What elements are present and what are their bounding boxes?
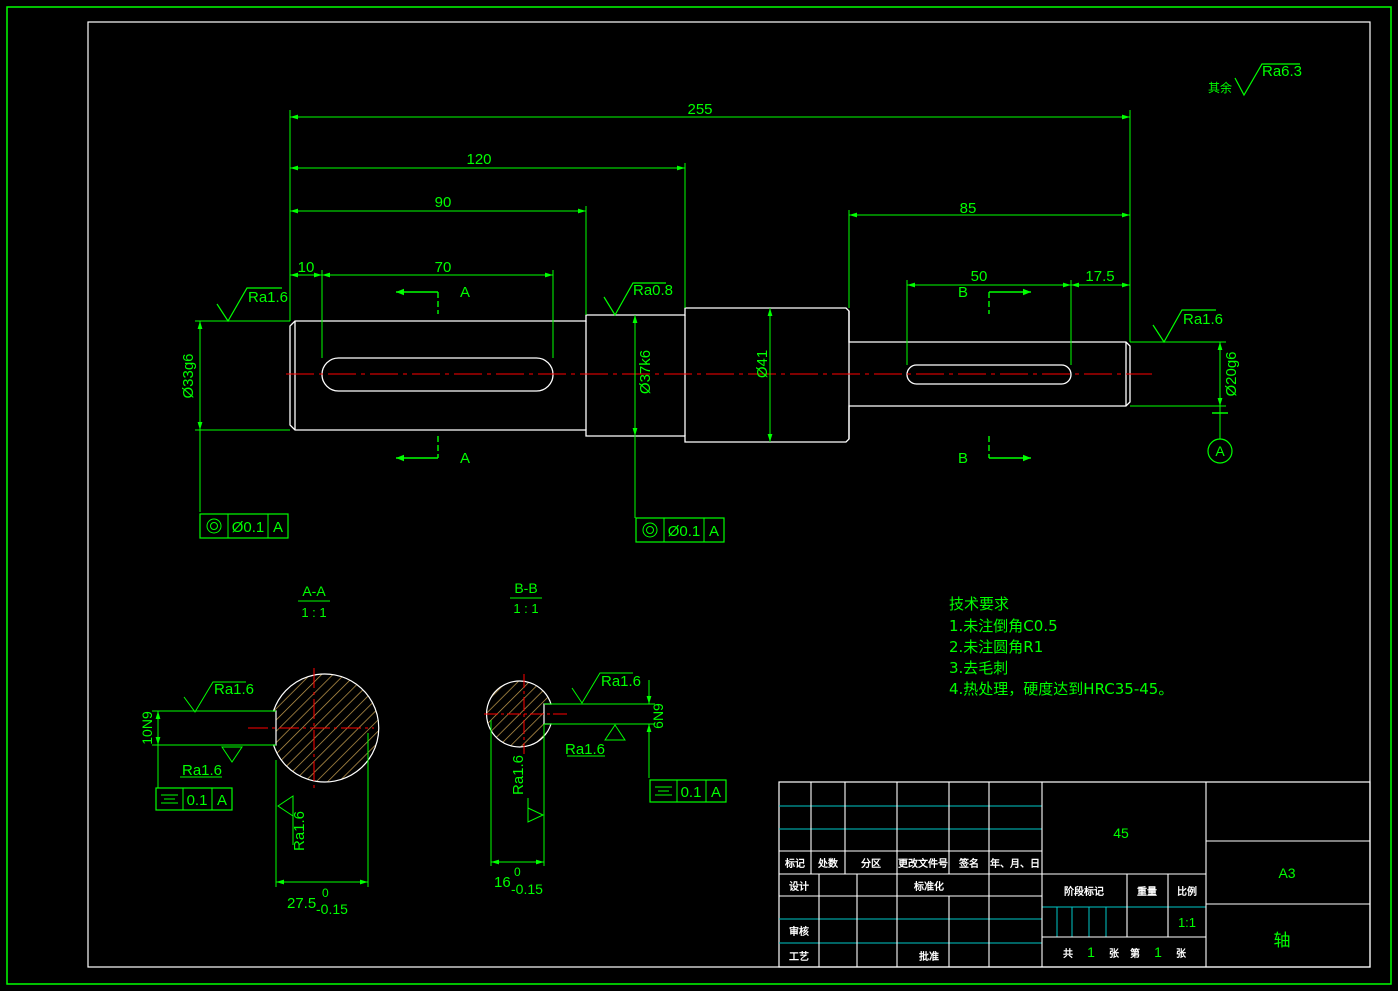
tb-header: 处数	[817, 857, 839, 870]
tb-standardization: 标准化	[913, 880, 944, 893]
dim-left-offset: 10	[298, 259, 315, 276]
aa-roughness-bottom: Ra1.6	[182, 762, 222, 779]
datum-a-label: A	[1215, 443, 1225, 459]
section-markers	[396, 288, 1031, 462]
tb-scale-label: 比例	[1177, 885, 1197, 898]
tolerance-frame-bearing: Ø0.1 A	[635, 517, 725, 543]
tb-part-name: 轴	[1274, 931, 1291, 951]
tb-scale-value: 1:1	[1178, 915, 1196, 930]
tb-process: 工艺	[789, 950, 809, 963]
roughness-main	[216, 282, 1216, 344]
tol-bb-value: 0.1	[681, 784, 702, 801]
section-bb-title: B-B	[514, 580, 537, 596]
concentricity-icon	[206, 518, 222, 534]
tb-header: 签名	[958, 857, 979, 870]
section-bb: B-B 1 : 1 6N9 Ra1.6 Ra1.6 Ra1.6 16 0 -0.…	[484, 580, 727, 897]
dim-dia-bearing: Ø37k6	[637, 350, 654, 394]
tol-aa-value: 0.1	[187, 792, 208, 809]
aa-roughness-side: Ra1.6	[291, 811, 308, 851]
dim-right-offset: 17.5	[1085, 268, 1114, 285]
dim-right-keyway: 50	[971, 268, 988, 285]
aa-depth-main: 27.5	[287, 895, 316, 912]
symmetry-icon	[161, 794, 178, 804]
bb-roughness-bottom: Ra1.6	[565, 741, 605, 758]
tb-stage-mark: 阶段标记	[1064, 885, 1104, 898]
tol-bearing-value: Ø0.1	[668, 523, 701, 540]
tb-review: 审核	[789, 925, 809, 938]
tech-item: 2.未注圆角R1	[949, 638, 1043, 656]
dim-overall: 255	[687, 101, 712, 118]
dim-left-keyway: 70	[435, 259, 452, 276]
tb-header: 更改文件号	[898, 857, 948, 870]
aa-roughness-top: Ra1.6	[214, 681, 254, 698]
title-block: 标记 处数 分区 更改文件号 签名 年、月、日 设计 标准化 审核 工艺 批准 …	[778, 781, 1371, 968]
tb-approve: 批准	[919, 950, 939, 963]
bb-depth-upper: 0	[514, 865, 521, 879]
tech-item: 4.热处理，硬度达到HRC35-45。	[949, 680, 1173, 698]
aa-depth-upper: 0	[322, 886, 329, 900]
dimension-lines	[195, 110, 1228, 518]
shaft-outline	[289, 307, 1131, 443]
tb-total-count: 1	[1087, 944, 1095, 960]
tb-header: 标记	[784, 857, 805, 870]
bb-roughness-top: Ra1.6	[601, 673, 641, 690]
dimension-texts: 255 120 90 10 70 85 50 17.5 Ø33g6 Ø37k6 …	[180, 101, 1240, 399]
tol-bearing-datum: A	[709, 523, 719, 540]
section-aa-scale: 1 : 1	[301, 605, 326, 620]
aa-key-width: 10N9	[139, 711, 155, 745]
section-aa-title: A-A	[302, 583, 326, 599]
roughness-right-shaft: Ra1.6	[1183, 311, 1223, 328]
tolerance-frame-aa: 0.1 A	[155, 787, 233, 811]
datum-a: A	[1207, 413, 1233, 464]
dim-left-shaft: 90	[435, 194, 452, 211]
tb-page-label: 第	[1130, 947, 1140, 960]
tb-page-count: 1	[1154, 944, 1162, 960]
tb-header: 分区	[861, 857, 881, 870]
dim-right-segment: 85	[960, 200, 977, 217]
tb-page-unit: 张	[1176, 947, 1187, 960]
tol-left-datum: A	[273, 519, 283, 536]
concentricity-icon	[642, 522, 658, 538]
tech-title: 技术要求	[949, 595, 1009, 613]
section-aa: A-A 1 : 1 10N9 Ra1.6 Ra1.6 Ra1.6 27.5 0 …	[139, 583, 380, 917]
tech-item: 1.未注倒角C0.5	[949, 617, 1058, 635]
bb-depth-lower: -0.15	[511, 881, 543, 897]
dim-dia-left: Ø33g6	[180, 353, 197, 398]
aa-depth-lower: -0.15	[316, 901, 348, 917]
dim-dia-right: Ø20g6	[1223, 351, 1240, 396]
section-mark-a-top: A	[460, 284, 470, 301]
section-mark-b-top: B	[958, 284, 968, 301]
tb-sheet-unit: 张	[1109, 947, 1120, 960]
tb-weight: 重量	[1137, 885, 1157, 898]
sheet-border	[6, 6, 1392, 985]
tolerance-frame-bb: 0.1 A	[649, 779, 727, 803]
dim-left-segment: 120	[466, 151, 491, 168]
roughness-other-value: Ra6.3	[1262, 63, 1302, 80]
tech-item: 3.去毛刺	[949, 659, 1008, 677]
tb-sheet-size: A3	[1278, 865, 1295, 881]
dim-dia-collar: Ø41	[754, 350, 771, 378]
tolerance-frame-left: Ø0.1 A	[199, 513, 289, 539]
tb-design: 设计	[789, 880, 809, 893]
roughness-bearing: Ra0.8	[633, 282, 673, 299]
roughness-other: 其余 Ra6.3	[1208, 63, 1302, 97]
section-mark-a-bottom: A	[460, 450, 470, 467]
bb-key-width: 6N9	[650, 703, 666, 729]
tol-left-value: Ø0.1	[232, 519, 265, 536]
section-bb-scale: 1 : 1	[513, 601, 538, 616]
roughness-left-shaft: Ra1.6	[248, 289, 288, 306]
symmetry-icon	[655, 786, 672, 796]
tb-material: 45	[1113, 825, 1129, 841]
tech-requirements: 技术要求 1.未注倒角C0.5 2.未注圆角R1 3.去毛刺 4.热处理，硬度达…	[949, 595, 1173, 698]
tol-aa-datum: A	[217, 792, 227, 809]
tb-header: 年、月、日	[990, 857, 1040, 870]
section-mark-b-bottom: B	[958, 450, 968, 467]
roughness-other-label: 其余	[1208, 80, 1232, 95]
tb-total-label: 共	[1063, 947, 1073, 960]
tol-bb-datum: A	[711, 784, 721, 801]
bb-depth-main: 16	[494, 874, 511, 891]
bb-roughness-side: Ra1.6	[510, 755, 527, 795]
